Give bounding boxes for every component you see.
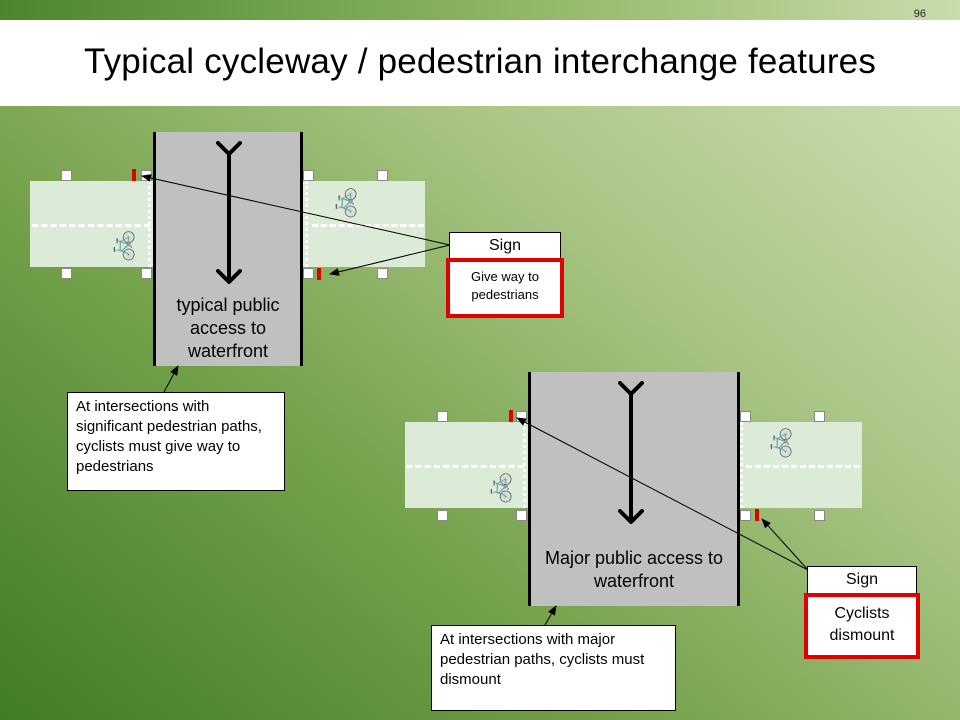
- cycleway-centerline-right: [312, 224, 424, 227]
- sign-text-bottom: Cyclists dismount: [829, 605, 895, 644]
- crossing-line-left: [523, 422, 526, 508]
- top-accent-bar: [0, 0, 960, 20]
- crossing-line-right: [305, 181, 308, 267]
- title-band: [0, 20, 960, 106]
- pointer-line: [761, 518, 809, 571]
- bollard: [437, 510, 448, 521]
- bollard: [516, 510, 527, 521]
- sign-marker: [509, 410, 513, 422]
- sign-marker: [755, 509, 759, 521]
- bollard: [377, 268, 388, 279]
- bollard: [303, 170, 314, 181]
- road-label-bottom: Major public access to waterfront: [544, 548, 724, 591]
- road-label-top: typical public access to waterfront: [176, 295, 280, 361]
- crossing-line-right: [740, 422, 743, 508]
- pointer-line: [141, 174, 451, 246]
- pointer-line: [329, 244, 451, 276]
- pointer-line: [516, 417, 809, 571]
- sign-marker: [132, 169, 136, 181]
- sign-header-top: Sign: [449, 232, 561, 259]
- sign-box-top: Give way to pedestrians: [446, 258, 564, 318]
- cycleway-centerline-right: [746, 465, 860, 468]
- slide-number: 96: [913, 8, 926, 20]
- bollard: [814, 411, 825, 422]
- bollard: [814, 510, 825, 521]
- bollard: [141, 268, 152, 279]
- note-top: At intersections with significant pedest…: [67, 392, 285, 491]
- slide-title: Typical cycleway / pedestrian interchang…: [83, 42, 877, 81]
- bollard: [740, 411, 751, 422]
- bollard: [437, 411, 448, 422]
- pointer-line: [163, 365, 179, 393]
- bollard: [61, 268, 72, 279]
- cycleway-centerline-left: [406, 465, 524, 468]
- bollard: [303, 268, 314, 279]
- sign-text-top: Give way to pedestrians: [471, 269, 539, 302]
- bollard: [61, 170, 72, 181]
- bollard: [740, 510, 751, 521]
- crossing-line-left: [148, 181, 151, 267]
- sign-marker: [317, 268, 321, 280]
- cycleway-centerline-left: [32, 224, 150, 227]
- bollard: [377, 170, 388, 181]
- sign-box-bottom: Cyclists dismount: [804, 593, 920, 659]
- sign-header-bottom: Sign: [807, 566, 917, 594]
- note-bottom: At intersections with major pedestrian p…: [431, 625, 676, 711]
